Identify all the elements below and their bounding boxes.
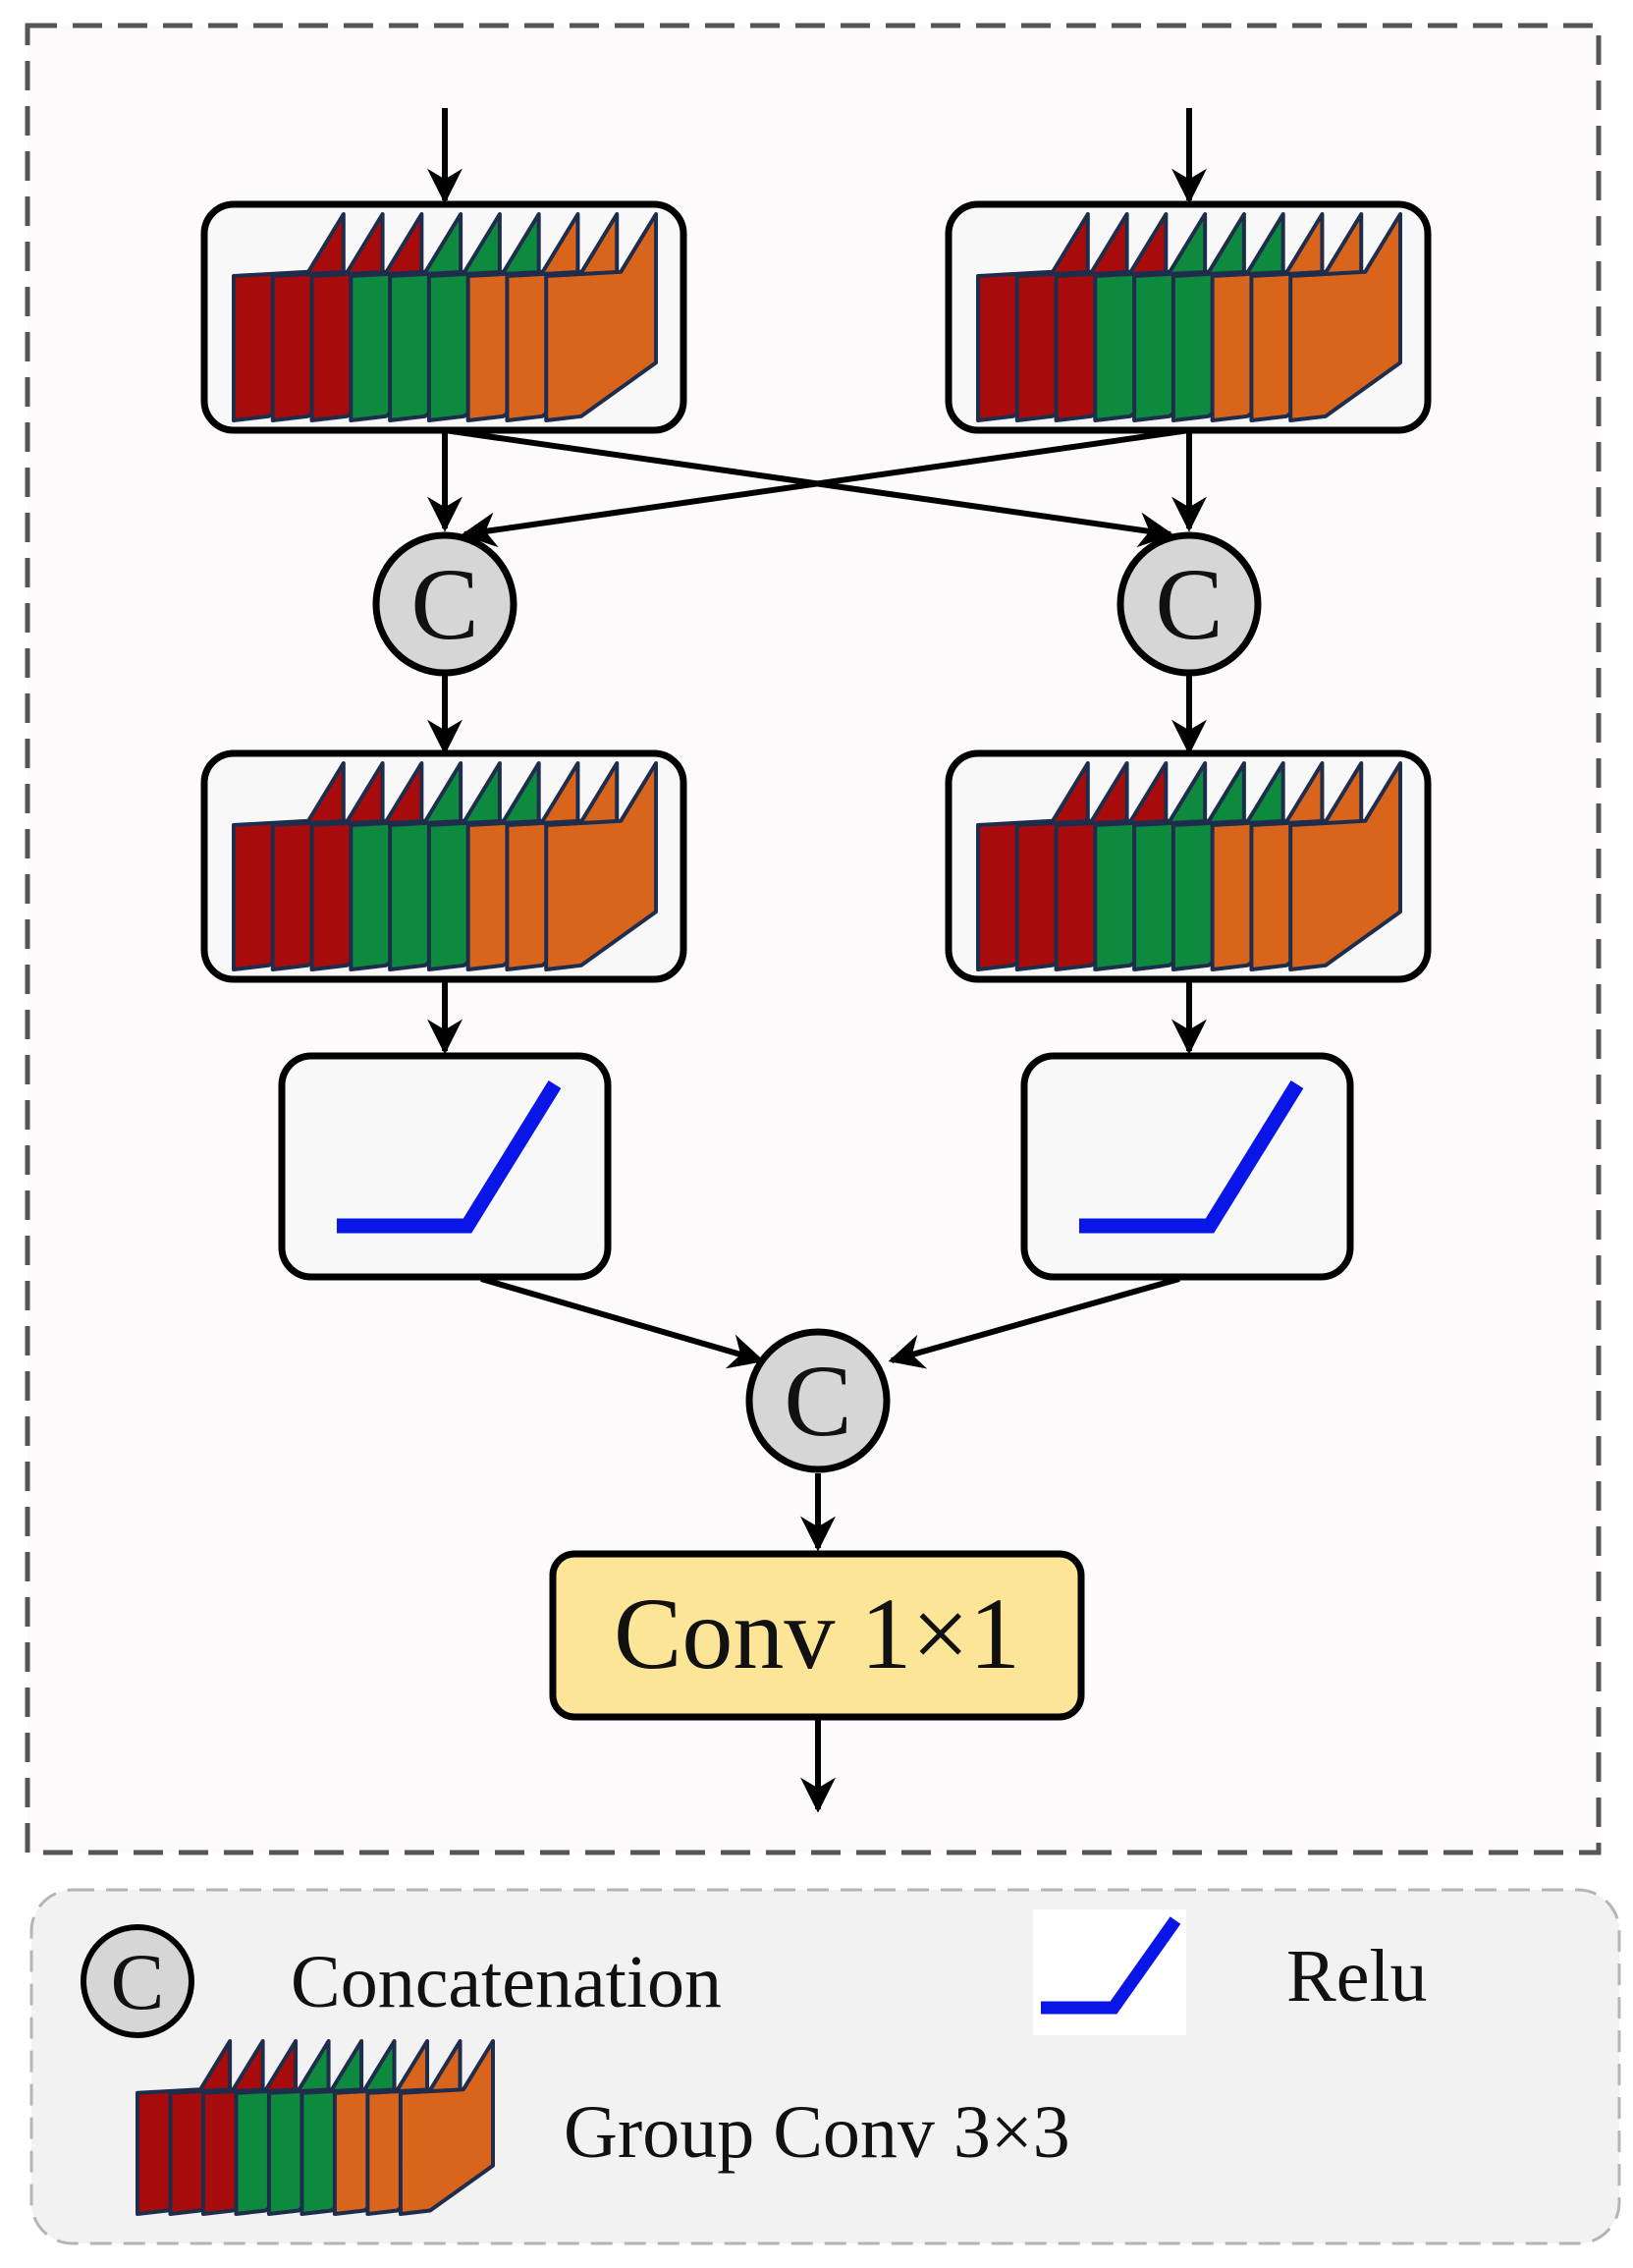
concat-symbol: C bbox=[410, 548, 478, 661]
feature-map-slice bbox=[544, 761, 658, 971]
legend-item-concatenation: C Concatenation bbox=[81, 1924, 722, 2038]
concat-node-right: C bbox=[1116, 531, 1262, 677]
arrow-relu-left-to-concat-merge bbox=[480, 1276, 765, 1369]
stacked-feature-maps-icon bbox=[976, 761, 1402, 971]
legend-item-relu: Relu bbox=[1033, 1909, 1428, 2035]
circled-c-icon bbox=[745, 1328, 891, 1473]
relu-block-right bbox=[1020, 1052, 1354, 1281]
legend-concat-symbol: C bbox=[111, 1937, 165, 2026]
circled-c-icon bbox=[372, 531, 517, 677]
connections bbox=[427, 108, 1207, 1813]
relu-curve-icon bbox=[1079, 1080, 1304, 1234]
conv-1x1-block: Conv 1×1 bbox=[549, 1550, 1085, 1721]
arrow-cross-right-to-left bbox=[461, 427, 1190, 548]
concat-symbol: C bbox=[784, 1345, 851, 1458]
legend-concatenation-label: Concatenation bbox=[291, 1941, 722, 2023]
legend-group-conv-label: Group Conv 3×3 bbox=[564, 2091, 1070, 2174]
relu-curve-icon bbox=[1041, 1916, 1181, 2015]
concat-symbol: C bbox=[1155, 548, 1223, 661]
stacked-feature-maps-icon bbox=[232, 761, 658, 971]
concat-node-merge: C bbox=[745, 1328, 891, 1473]
feature-map-slice bbox=[544, 212, 658, 422]
circled-c-icon bbox=[81, 1924, 194, 2038]
feature-map-slice bbox=[398, 2039, 495, 2216]
feature-map-slice bbox=[1288, 212, 1402, 422]
relu-curve-icon bbox=[337, 1080, 562, 1234]
stacked-feature-maps-icon bbox=[136, 2039, 495, 2216]
arrow-relu-right-to-concat-merge bbox=[888, 1276, 1180, 1369]
conv-label: Conv 1×1 bbox=[614, 1577, 1020, 1690]
legend-relu-label: Relu bbox=[1286, 1935, 1428, 2018]
legend-item-group-conv: Group Conv 3×3 bbox=[136, 2039, 1070, 2216]
stacked-feature-maps-icon bbox=[232, 212, 658, 422]
relu-block-left bbox=[278, 1052, 612, 1281]
concat-node-left: C bbox=[372, 531, 517, 677]
circled-c-icon bbox=[1116, 531, 1262, 677]
stacked-feature-maps-icon bbox=[976, 212, 1402, 422]
feature-map-slice bbox=[1288, 761, 1402, 971]
